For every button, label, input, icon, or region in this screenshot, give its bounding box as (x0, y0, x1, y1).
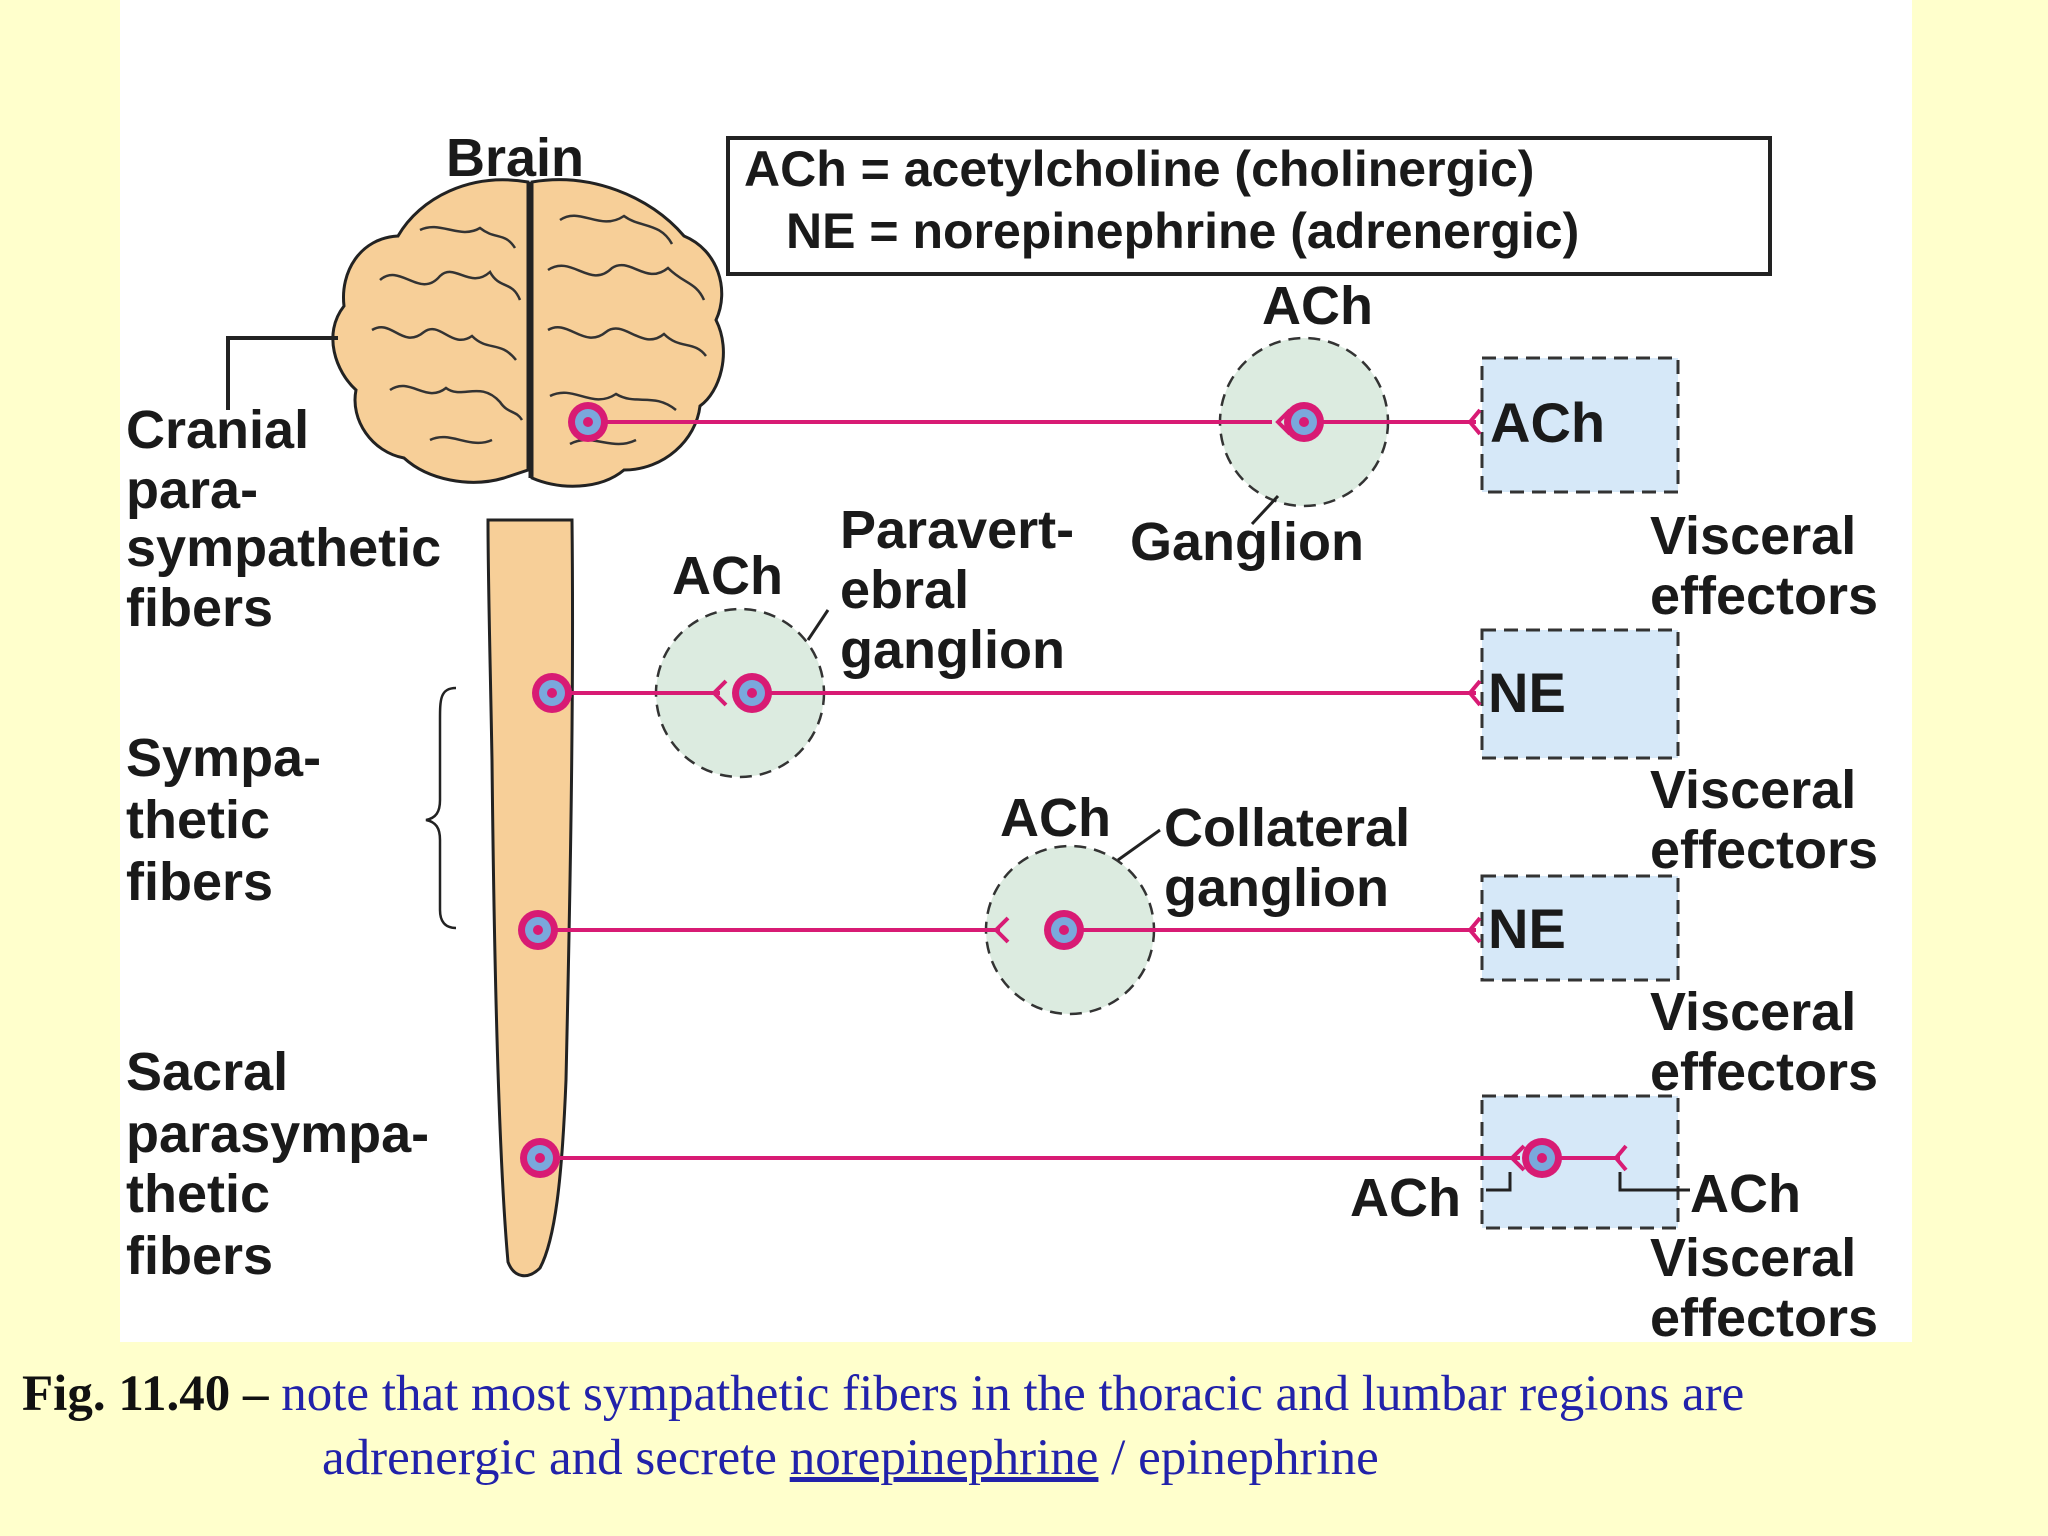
svg-text:fibers: fibers (126, 852, 273, 912)
legend-ne-line: NE = norepinephrine (adrenergic) (786, 203, 1579, 259)
svg-text:parasympa-: parasympa- (126, 1104, 429, 1164)
effector-box-2 (1480, 628, 1680, 760)
svg-text:ganglion: ganglion (1164, 858, 1389, 918)
collateral-ganglion-label: Collateral ganglion (1164, 798, 1410, 918)
sacral-effector-neuron (1522, 1138, 1562, 1178)
svg-text:Visceral: Visceral (1650, 506, 1856, 566)
effector-box-4 (1480, 1094, 1680, 1230)
caption-norepinephrine-link: norepinephrine (789, 1430, 1099, 1486)
svg-text:Sacral: Sacral (126, 1042, 288, 1102)
svg-text:Cranial: Cranial (126, 400, 309, 460)
brain-label: Brain (446, 128, 584, 188)
paravertebral-neuron (732, 673, 772, 713)
legend-box (726, 136, 1772, 276)
svg-text:thetic: thetic (126, 1164, 270, 1224)
svg-text:Visceral: Visceral (1650, 760, 1856, 820)
svg-text:effectors: effectors (1650, 820, 1878, 880)
sympathetic-neuron-body-1 (532, 673, 572, 713)
svg-text:effectors: effectors (1650, 1288, 1878, 1348)
visceral-effectors-label-2: Visceral effectors (1650, 760, 1878, 880)
paravertebral-ganglion-label: Paravert- ebral ganglion (840, 500, 1074, 680)
legend-ach-line: ACh = acetylcholine (cholinergic) (744, 141, 1534, 197)
caption-figure-number: Fig. 11.40 – (22, 1366, 269, 1422)
effector-2-ne: NE (1488, 661, 1566, 724)
svg-text:ebral: ebral (840, 560, 969, 620)
visceral-effectors-label-4: Visceral effectors (1650, 1228, 1878, 1348)
ganglion-label: Ganglion (1130, 512, 1364, 572)
caption-line-2-post: / epinephrine (1111, 1430, 1379, 1486)
cranial-parasympathetic-label: Cranial para- sympathetic fibers (126, 400, 441, 638)
sacral-ach-right: ACh (1690, 1164, 1801, 1224)
svg-text:effectors: effectors (1650, 566, 1878, 626)
sacral-neuron-body (520, 1138, 560, 1178)
cranial-neuron-body (568, 402, 608, 442)
svg-text:sympathetic: sympathetic (126, 518, 441, 578)
svg-text:Sympa-: Sympa- (126, 728, 321, 788)
svg-text:fibers: fibers (126, 1226, 273, 1286)
effector-box-3 (1480, 874, 1680, 982)
svg-text:Visceral: Visceral (1650, 1228, 1856, 1288)
caption-line-1: note that most sympathetic fibers in the… (281, 1366, 1745, 1422)
effector-3-ne: NE (1488, 897, 1566, 960)
svg-text:ganglion: ganglion (840, 620, 1065, 680)
svg-text:fibers: fibers (126, 578, 273, 638)
visceral-effectors-label-1: Visceral effectors (1650, 506, 1878, 626)
svg-text:para-: para- (126, 460, 258, 520)
figure-caption: Fig. 11.40 – note that most sympathetic … (22, 1362, 2022, 1490)
effector-box-1 (1480, 356, 1680, 494)
collateral-neuron (1044, 910, 1084, 950)
effector-1-ach: ACh (1490, 391, 1605, 454)
brain-icon (331, 178, 725, 488)
sympathetic-neuron-body-2 (518, 910, 558, 950)
cranial-ganglion-ach-label: ACh (1262, 276, 1373, 336)
svg-text:Collateral: Collateral (1164, 798, 1410, 858)
svg-text:Visceral: Visceral (1650, 982, 1856, 1042)
sympathetic-fibers-label: Sympa- thetic fibers (126, 728, 321, 912)
svg-text:Paravert-: Paravert- (840, 500, 1074, 560)
cranial-ganglion-neuron (1284, 402, 1324, 442)
paravertebral-ach-label: ACh (672, 546, 783, 606)
caption-line-2-pre: adrenergic and secrete (322, 1430, 777, 1486)
collateral-ach-label: ACh (1000, 788, 1111, 848)
visceral-effectors-label-3: Visceral effectors (1650, 982, 1878, 1102)
svg-text:thetic: thetic (126, 790, 270, 850)
sacral-ach-left: ACh (1350, 1168, 1461, 1228)
svg-text:effectors: effectors (1650, 1042, 1878, 1102)
sacral-parasympathetic-label: Sacral parasympa- thetic fibers (126, 1042, 429, 1286)
